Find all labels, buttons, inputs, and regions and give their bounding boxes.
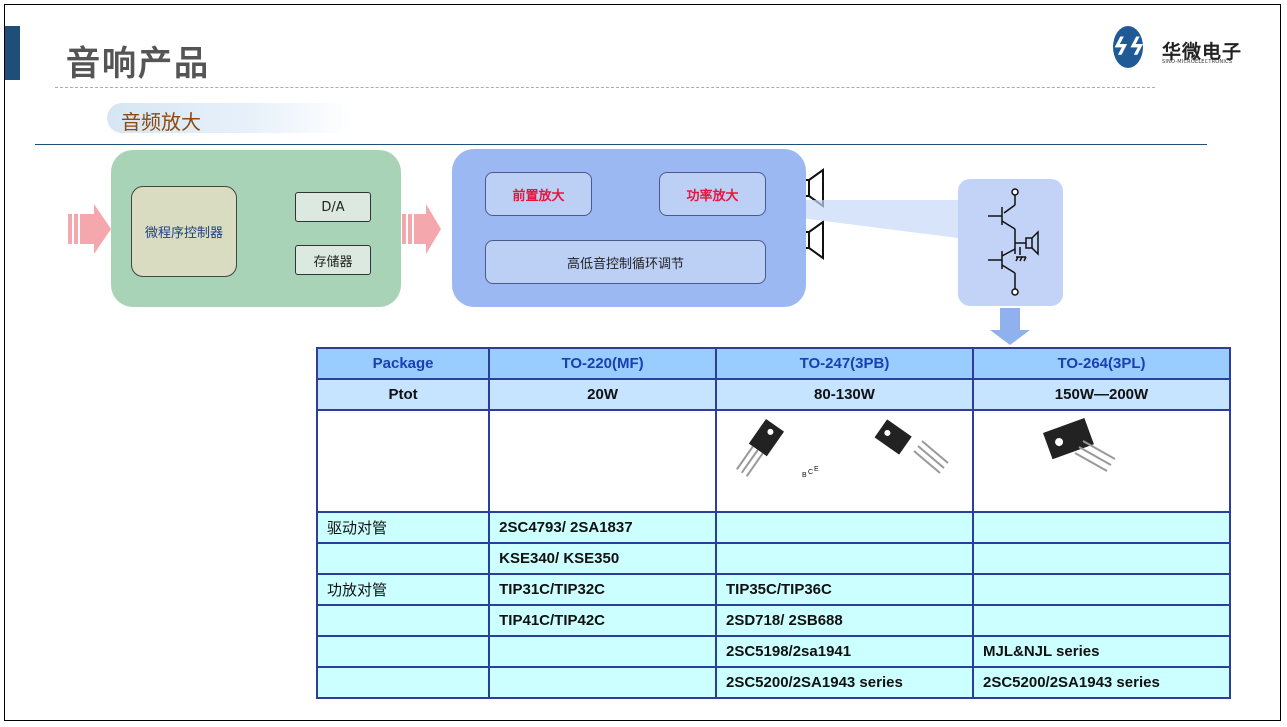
table-cell (315, 604, 491, 637)
logo-brand: 华微电子 (1162, 41, 1243, 63)
preamp-label: 前置放大 (512, 188, 565, 204)
slide-frame (4, 4, 1281, 721)
table-cell (315, 635, 491, 668)
table-cell: 2SD718/ 2SB688 (714, 604, 974, 637)
table-cell (971, 542, 1232, 575)
tone-control-label: 高低音控制循环调节 (566, 256, 684, 272)
table-row: KSE340/ KSE350 (315, 542, 1232, 575)
table-cell (971, 511, 1232, 544)
header-cell: Package (315, 347, 491, 380)
pin-label: B (802, 472, 807, 479)
table-cell: KSE340/ KSE350 (488, 542, 717, 575)
table-cell (971, 604, 1232, 637)
table-cell: 功放对管 (315, 573, 491, 606)
header-cell: TO-247(3PB) (714, 347, 974, 380)
header-cell: TO-220(MF) (488, 347, 717, 380)
table-cell (714, 542, 974, 575)
input-arrow-icon (68, 204, 111, 254)
table-cell: TIP35C/TIP36C (714, 573, 974, 606)
mcu-block: 微程序控制器 (131, 186, 237, 277)
image-cell (315, 409, 491, 513)
table-row: 驱动对管 2SC4793/ 2SA1837 (315, 511, 1232, 544)
table-cell (315, 542, 491, 575)
section-divider (35, 144, 1207, 145)
table-row: TIP41C/TIP42C 2SD718/ 2SB688 (315, 604, 1232, 637)
ptot-cell: 20W (488, 378, 717, 411)
table-ptot-row: Ptot 20W 80-130W 150W—200W (315, 378, 1232, 411)
transistor-schematic-icon (988, 188, 1039, 296)
title-accent-bar (5, 26, 20, 80)
image-cell (488, 409, 717, 513)
ptot-cell: 150W—200W (971, 378, 1232, 411)
spec-table: Package TO-220(MF) TO-247(3PB) TO-264(3P… (315, 347, 1232, 699)
table-image-row: B C E (315, 409, 1232, 513)
pin-label: C (808, 469, 813, 476)
logo-icon: ϟϟ (1113, 26, 1145, 68)
table-cell: TIP41C/TIP42C (488, 604, 717, 637)
table-cell: TIP31C/TIP32C (488, 573, 717, 606)
down-arrow-icon (990, 308, 1030, 345)
table-row: 2SC5198/2sa1941 MJL&NJL series (315, 635, 1232, 668)
tone-control-block: 高低音控制循环调节 (485, 240, 766, 284)
logo-tagline: SINO-MICROELECTRONICS (1162, 59, 1233, 65)
to247-package-icon: B C E (735, 419, 949, 479)
image-cell: B C E (714, 409, 974, 513)
table-cell: 2SC5198/2sa1941 (714, 635, 974, 668)
power-amp-block: 功率放大 (659, 172, 766, 216)
table-cell (714, 511, 974, 544)
subtitle-pill (107, 103, 352, 133)
title-divider (55, 87, 1155, 88)
table-cell: 驱动对管 (315, 511, 491, 544)
table-cell (488, 666, 717, 699)
section-subtitle: 音频放大 (121, 110, 201, 134)
preamp-block: 前置放大 (485, 172, 592, 216)
table-cell (971, 573, 1232, 606)
table-cell: 2SC4793/ 2SA1837 (488, 511, 717, 544)
pin-label: E (814, 466, 819, 473)
da-block: D/A (295, 192, 371, 222)
table-cell: MJL&NJL series (971, 635, 1232, 668)
table-row: 2SC5200/2SA1943 series 2SC5200/2SA1943 s… (315, 666, 1232, 699)
circuit-schematic (958, 179, 1063, 306)
table-cell: 2SC5200/2SA1943 series (971, 666, 1232, 699)
power-amp-label: 功率放大 (686, 188, 739, 204)
table-cell (315, 666, 491, 699)
to264-package-icon (1042, 417, 1116, 472)
middle-arrow-icon (402, 204, 441, 254)
table-cell (488, 635, 717, 668)
page-title: 音响产品 (66, 44, 210, 84)
image-cell (971, 409, 1232, 513)
memory-block: 存储器 (295, 245, 371, 275)
ptot-cell: Ptot (315, 378, 491, 411)
ptot-cell: 80-130W (714, 378, 974, 411)
header-cell: TO-264(3PL) (971, 347, 1232, 380)
table-cell: 2SC5200/2SA1943 series (714, 666, 974, 699)
table-header-row: Package TO-220(MF) TO-247(3PB) TO-264(3P… (315, 347, 1232, 380)
table-row: 功放对管 TIP31C/TIP32C TIP35C/TIP36C (315, 573, 1232, 606)
